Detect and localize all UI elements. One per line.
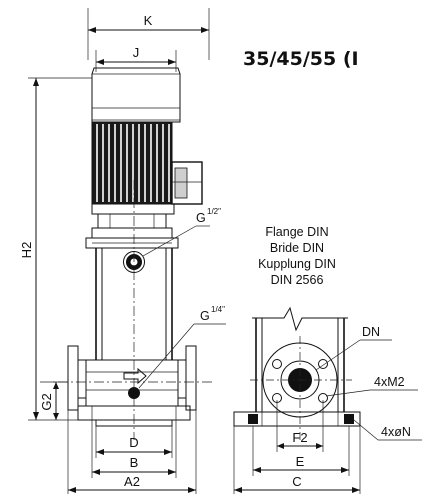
svg-text:G: G [196, 211, 206, 225]
svg-text:Flange DIN: Flange DIN [265, 225, 328, 239]
svg-text:H2: H2 [19, 242, 34, 259]
svg-text:G: G [200, 309, 210, 323]
dimension-b: B [91, 420, 177, 478]
callout-m2: 4xM2 [325, 375, 418, 397]
dimension-e: E [252, 426, 350, 476]
svg-text:DN: DN [362, 325, 380, 339]
svg-text:E: E [296, 454, 305, 469]
svg-text:C: C [292, 474, 301, 489]
svg-text:D: D [129, 435, 138, 450]
callout-n: 4xøN [353, 419, 422, 441]
svg-text:G2: G2 [39, 393, 54, 410]
callout-dn: DN [315, 325, 392, 371]
dimension-d: D [95, 420, 173, 458]
svg-text:B: B [130, 455, 139, 470]
pump-stack [95, 180, 173, 440]
side-view [233, 306, 361, 440]
dimension-a2: A2 [67, 410, 197, 494]
dimension-k: K [87, 8, 210, 60]
dimension-f2: F2 [276, 400, 324, 452]
svg-text:Kupplung DIN: Kupplung DIN [258, 257, 336, 271]
svg-text:1/4": 1/4" [211, 305, 225, 314]
dimension-g2: G2 [39, 381, 68, 420]
dimension-j: J [95, 45, 177, 72]
dimension-h2: H2 [19, 77, 92, 421]
dimension-c: C [233, 426, 361, 494]
svg-text:4xM2: 4xM2 [374, 375, 405, 389]
svg-text:4xøN: 4xøN [381, 425, 411, 439]
svg-text:A2: A2 [124, 474, 140, 489]
svg-text:K: K [144, 13, 153, 28]
svg-text:DIN 2566: DIN 2566 [271, 273, 324, 287]
pump-head [85, 227, 179, 273]
svg-text:J: J [133, 45, 140, 60]
svg-text:F2: F2 [292, 430, 307, 445]
motor [91, 67, 203, 229]
pump-base [40, 345, 212, 427]
flange-note: Flange DIN Bride DIN Kupplung DIN DIN 25… [258, 225, 336, 287]
callout-g-quarter: G 1/4" [138, 305, 226, 389]
callout-g-half: G 1/2" [142, 207, 221, 257]
svg-text:1/2": 1/2" [207, 207, 221, 216]
svg-text:Bride DIN: Bride DIN [270, 241, 324, 255]
series-title: 35/45/55 (I [243, 48, 359, 70]
